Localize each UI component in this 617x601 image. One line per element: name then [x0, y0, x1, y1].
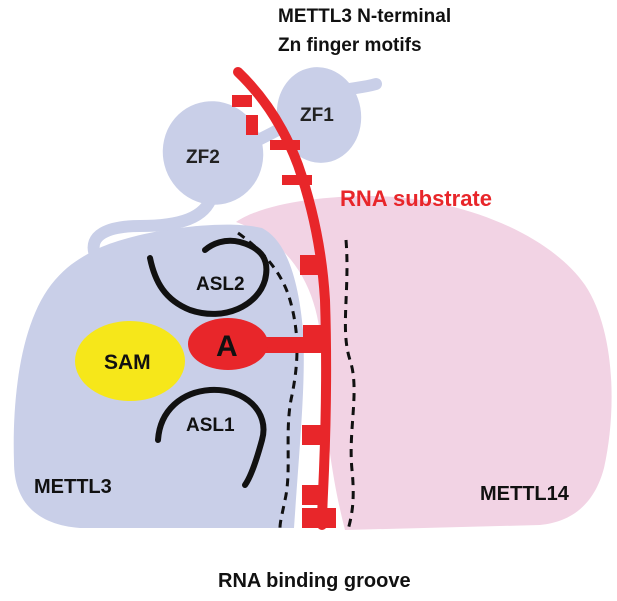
groove-boundary-right — [343, 239, 356, 531]
zf1-label: ZF1 — [300, 105, 334, 126]
rna-base — [232, 95, 252, 107]
mettl3-label: METTL3 — [34, 476, 112, 498]
adenosine-label: A — [216, 330, 238, 363]
mettl14-label: METTL14 — [480, 483, 570, 505]
rna-base — [246, 115, 258, 135]
rna-base — [302, 425, 324, 445]
mettl14-shape — [236, 196, 612, 530]
rna-base — [302, 485, 324, 505]
adenosine-node — [188, 318, 268, 370]
zf-linker — [87, 190, 218, 261]
sam-node — [75, 321, 185, 401]
asl1-label: ASL1 — [186, 415, 235, 436]
zf1-domain — [276, 67, 362, 163]
rna-backbone — [233, 67, 332, 530]
title-line1: METTL3 N-terminal — [278, 6, 451, 27]
adenosine-stalk — [250, 337, 326, 353]
rna-substrate-label: RNA substrate — [340, 186, 492, 211]
asl1-loop — [155, 386, 267, 488]
rna-base — [270, 140, 300, 150]
rna-base — [300, 255, 324, 275]
groove-boundary-left — [237, 231, 299, 529]
rna-base — [282, 175, 312, 185]
rna-base — [302, 508, 336, 528]
zf2-domain — [162, 101, 264, 205]
sam-label: SAM — [104, 351, 151, 374]
title-line2: Zn finger motifs — [278, 35, 422, 56]
groove-label: RNA binding groove — [218, 570, 411, 592]
asl2-loop — [147, 237, 270, 317]
asl2-label: ASL2 — [196, 274, 245, 295]
zf2-label: ZF2 — [186, 147, 220, 168]
